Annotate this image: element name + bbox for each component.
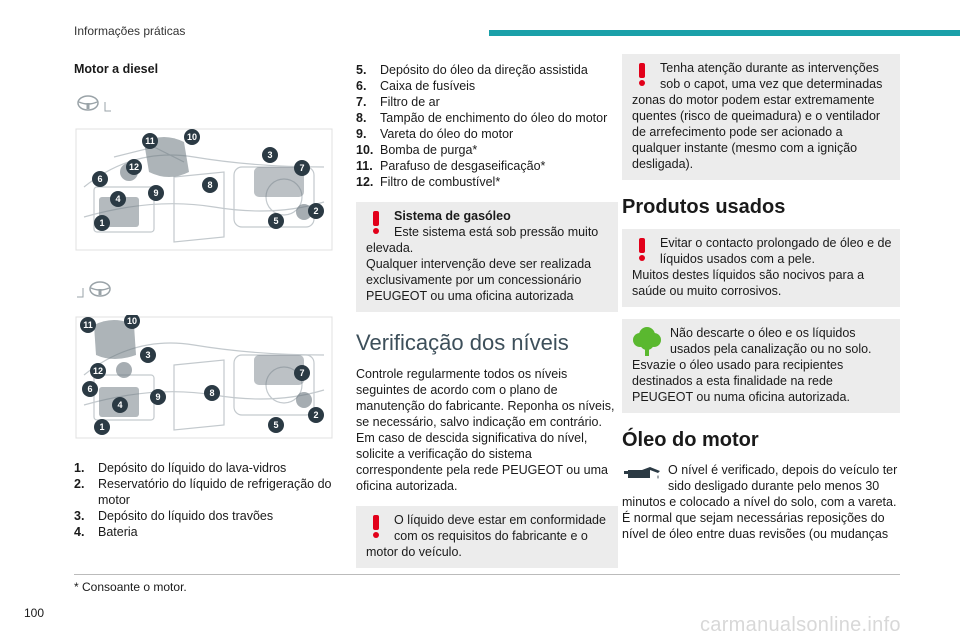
lhd-indicator [76,92,112,112]
warning-text: Este sistema está sob pressão muito elev… [366,225,599,303]
page-header: Informações práticas [0,0,960,40]
legend-item: 6.Caixa de fusíveis [356,79,476,93]
arrow-marker-icon [77,288,84,298]
svg-text:4: 4 [117,400,122,410]
legend-item: 3.Depósito do líquido dos travões [74,509,274,523]
warning-text: Evitar o contacto prolongado de óleo e d… [632,236,892,298]
svg-text:10: 10 [127,316,137,326]
svg-text:1: 1 [99,218,104,228]
svg-text:9: 9 [155,392,160,402]
rhd-indicator [76,278,112,298]
warning-icon [639,238,645,261]
engine-illustration: 11 10 3 12 6 4 9 1 8 7 5 2 [75,315,333,439]
column-2: 5.Depósito do óleo da direção assistida … [356,62,618,568]
section-title: Informações práticas [74,24,186,38]
subheading-diesel: Motor a diesel [74,62,159,76]
engine-diagram-rhd: 11 10 3 12 6 4 9 1 8 7 5 2 [74,315,334,440]
warning-icon [373,515,379,538]
watermark: carmanualsonline.info [700,614,901,636]
header-accent-bar [489,30,960,36]
legend-list-1: 1.Depósito do líquido do lava-vidros 2.R… [74,460,336,540]
arrow-marker-icon [104,102,111,112]
footnote-divider [74,574,900,575]
legend-item: 2.Reservatório do líquido de refrigeraçã… [74,477,332,507]
steering-wheel-icon [77,95,99,111]
svg-text:10: 10 [187,132,197,142]
heading-engine-oil: Óleo do motor [622,429,759,451]
heading-level-check: Verificação dos níveis [356,330,569,355]
eco-note-text: Não descarte o óleo e os líquidos usados… [632,326,872,404]
svg-text:11: 11 [83,320,93,330]
svg-text:2: 2 [313,410,318,420]
tree-icon [633,327,661,356]
warning-box-fluid: O líquido deve estar em conformidade com… [356,506,618,568]
page-number: 100 [24,606,45,620]
svg-text:8: 8 [207,180,212,190]
warning-icon [373,211,379,234]
warning-box-hot: Tenha atenção durante as intervenções so… [622,54,900,180]
legend-item: 7.Filtro de ar [356,95,440,109]
steering-wheel-icon [89,281,111,297]
svg-text:3: 3 [267,150,272,160]
legend-item: 8.Tampão de enchimento do óleo do motor [356,111,608,125]
svg-text:7: 7 [299,368,304,378]
legend-item: 5.Depósito do óleo da direção assistida [356,63,588,77]
warning-text: O líquido deve estar em conformidade com… [366,513,606,559]
warning-icon [639,63,645,86]
oil-text: O nível é verificado, depois do veículo … [622,463,898,541]
warning-box-contact: Evitar o contacto prolongado de óleo e d… [622,229,900,307]
warning-title: Sistema de gasóleo [394,209,511,223]
svg-text:3: 3 [145,350,150,360]
svg-text:12: 12 [93,366,103,376]
legend-item: 9.Vareta do óleo do motor [356,127,514,141]
svg-text:2: 2 [313,206,318,216]
warning-box-diesel: Sistema de gasóleo Este sistema está sob… [356,202,618,312]
oil-can-icon [624,467,660,479]
oil-section: O nível é verificado, depois do veículo … [622,462,900,542]
svg-text:7: 7 [299,163,304,173]
column-1: Motor a diesel [74,56,336,540]
legend-item: 12.Filtro de combustível* [356,175,501,189]
legend-item: 1.Depósito do líquido do lava-vidros [74,461,287,475]
svg-text:1: 1 [99,422,104,432]
svg-text:11: 11 [145,136,155,146]
footnote: * Consoante o motor. [74,580,187,594]
legend-item: 4.Bateria [74,525,138,539]
engine-illustration: 11 10 12 6 4 9 1 3 7 8 5 2 [75,128,333,251]
legend-list-2: 5.Depósito do óleo da direção assistida … [356,62,618,190]
engine-diagram-lhd: 11 10 12 6 4 9 1 3 7 8 5 2 [74,127,334,252]
svg-text:4: 4 [115,194,120,204]
heading-products: Produtos usados [622,196,786,218]
svg-text:9: 9 [153,188,158,198]
level-check-paragraph: Controle regularmente todos os níveis se… [356,367,615,493]
warning-text: Tenha atenção durante as intervenções so… [632,61,883,171]
legend-item: 10.Bomba de purga* [356,143,478,157]
svg-text:12: 12 [129,162,139,172]
eco-note-box: Não descarte o óleo e os líquidos usados… [622,319,900,413]
svg-text:5: 5 [273,216,278,226]
column-3: Tenha atenção durante as intervenções so… [622,54,900,542]
svg-text:6: 6 [97,174,102,184]
svg-text:8: 8 [209,388,214,398]
legend-item: 11.Parafuso de desgaseificação* [356,159,546,173]
svg-text:6: 6 [87,384,92,394]
svg-text:5: 5 [273,420,278,430]
